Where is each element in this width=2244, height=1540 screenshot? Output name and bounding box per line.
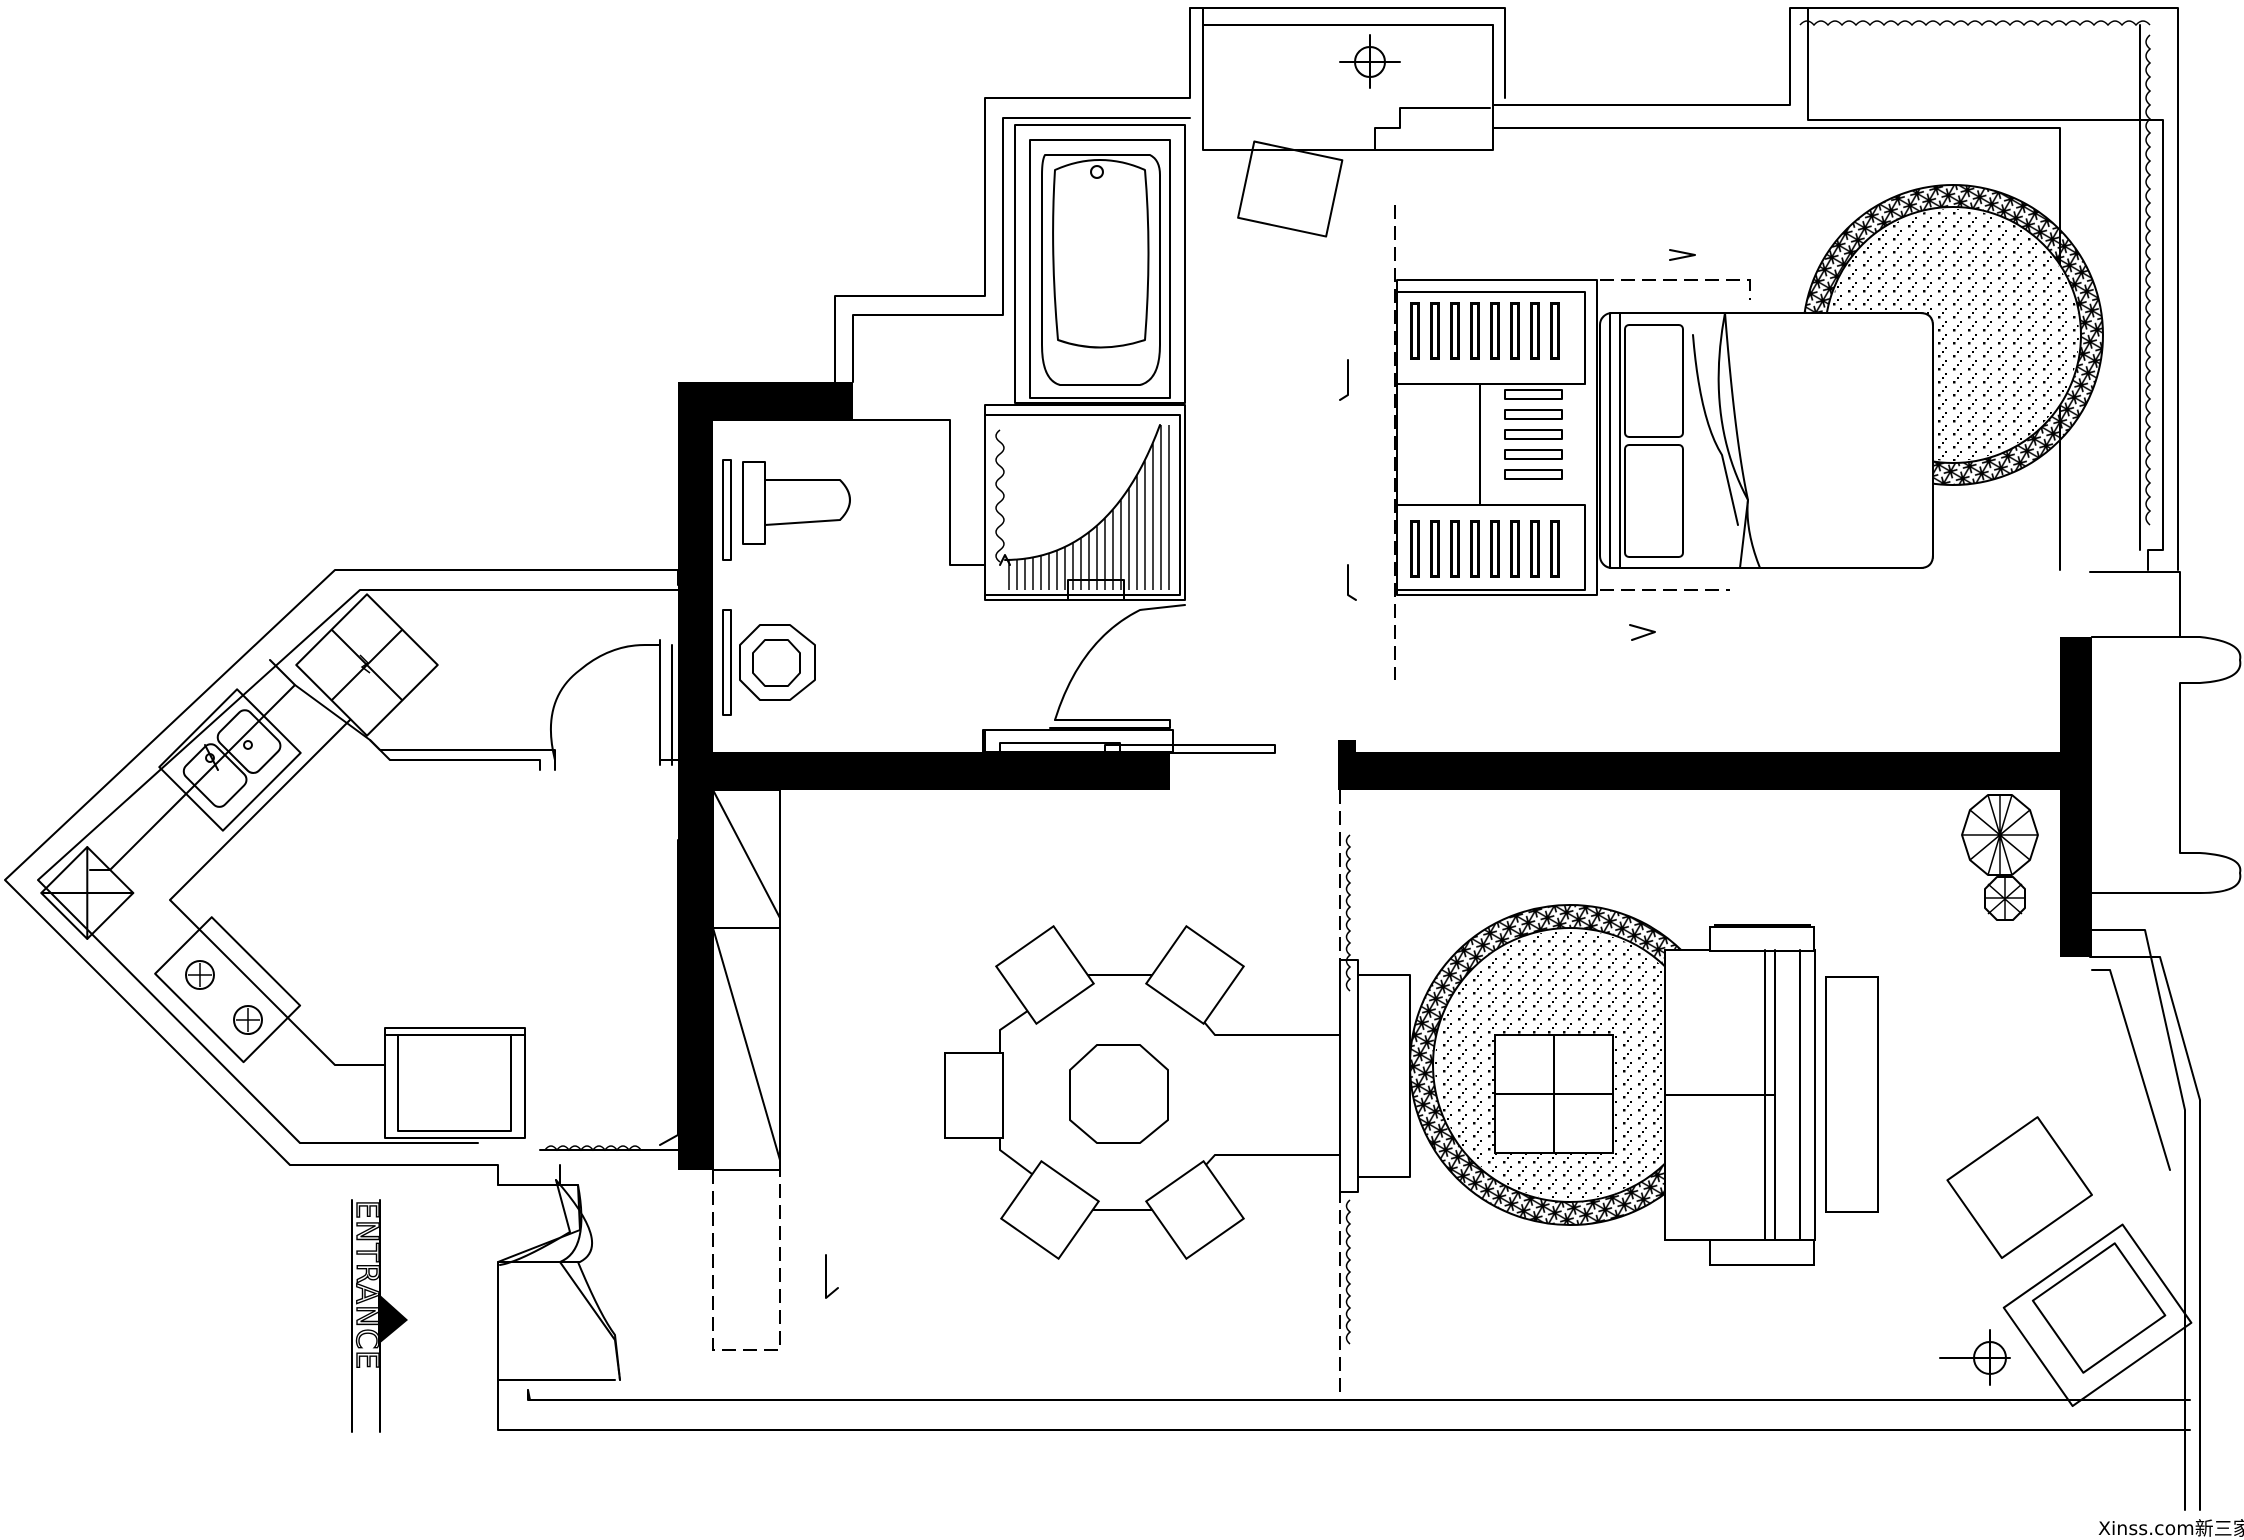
- wardrobe-shelves-middle: [1504, 389, 1563, 480]
- dining-area: [712, 924, 1341, 1351]
- bed-icon: [1339, 249, 1934, 641]
- oven-icon: [40, 846, 135, 940]
- kitchen-chair-icon: [384, 1027, 526, 1139]
- kitchen: [40, 593, 556, 1139]
- wash-basin-icon: [722, 609, 816, 716]
- sink-icon: [158, 688, 302, 832]
- potted-plant-icon: [1961, 794, 2039, 921]
- sofa-icon: [1664, 924, 1879, 1266]
- wardrobe-hangers-top: [1410, 302, 1560, 360]
- coffee-table-icon: [1494, 1034, 1614, 1154]
- bedroom-chair-icon: [1237, 140, 1344, 238]
- kitchen-door: [549, 644, 673, 766]
- shower-icon: [984, 414, 1181, 601]
- entrance-label: ENTRANCE: [349, 1200, 384, 1370]
- toilet-icon: [722, 459, 851, 561]
- tv-cabinet-icon: [1339, 959, 1411, 1193]
- kitchen-curtain: [539, 839, 679, 1152]
- watermark: Xinss.com新三家: [2098, 1518, 2244, 1540]
- outer-walls: [4, 7, 2242, 1511]
- bedroom: [1237, 20, 2152, 680]
- bathtub-icon: [1041, 154, 1161, 386]
- dining-table-icon: [944, 924, 1341, 1261]
- entrance-arrow-icon: [378, 1293, 408, 1345]
- entrance-doors: [497, 1179, 621, 1381]
- armchair-icon: [1946, 1116, 2193, 1408]
- floor-lamp-icon: [1939, 1329, 2011, 1386]
- refrigerator-icon: [295, 593, 439, 737]
- stove-icon: [154, 916, 302, 1064]
- structural-walls: [678, 382, 2092, 1170]
- ceiling-light-icon: [1339, 34, 1401, 89]
- bathroom: [712, 124, 1276, 754]
- living-room: [1339, 790, 2193, 1408]
- wardrobe-hangers-bottom: [1410, 520, 1560, 578]
- entrance-marker: ENTRANCE: [348, 1199, 408, 1433]
- bedroom-curtain-icon: [1799, 20, 2152, 551]
- wardrobe-icon: [1394, 205, 1598, 680]
